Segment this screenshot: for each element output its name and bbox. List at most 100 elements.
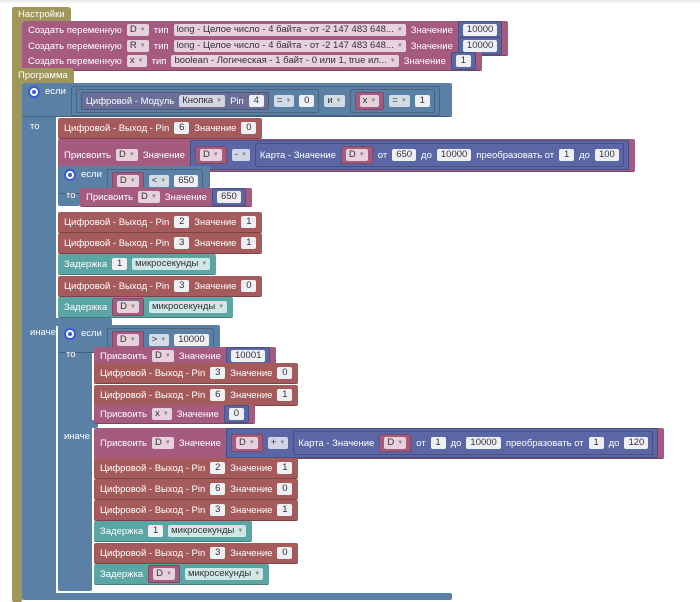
- gear-icon[interactable]: [28, 86, 40, 98]
- variable-block[interactable]: D▼: [194, 146, 227, 164]
- number-field[interactable]: 6: [174, 122, 190, 134]
- settings-hat[interactable]: Настройки: [12, 7, 71, 21]
- number-field[interactable]: 0: [277, 483, 293, 495]
- number-field[interactable]: 10000: [462, 40, 498, 52]
- dropdown[interactable]: D▼: [116, 175, 139, 187]
- dropdown[interactable]: boolean - Логическая - 1 байт - 0 или 1,…: [171, 55, 399, 67]
- number-field[interactable]: 650: [216, 191, 241, 203]
- dropdown[interactable]: D▼: [152, 437, 174, 449]
- number-field[interactable]: 3: [174, 280, 190, 292]
- dropdown[interactable]: микросекунды▼: [148, 301, 228, 313]
- number-field[interactable]: 3: [210, 547, 226, 559]
- number-field[interactable]: 1: [277, 462, 293, 474]
- dropdown[interactable]: long - Целое число - 4 байта - от -2 147…: [173, 24, 406, 36]
- dropdown[interactable]: >▼: [148, 334, 170, 346]
- number-field[interactable]: 10000: [174, 334, 209, 346]
- math-block[interactable]: 1: [450, 52, 476, 70]
- dropdown[interactable]: =▼: [389, 95, 410, 107]
- dropdown[interactable]: -▼: [231, 149, 250, 161]
- dropdown[interactable]: D▼: [116, 149, 138, 161]
- math-block[interactable]: 10000: [457, 21, 503, 39]
- number-field[interactable]: 120: [624, 437, 649, 449]
- variable-block[interactable]: D▼: [148, 565, 180, 583]
- dropdown[interactable]: x▼: [359, 95, 380, 107]
- dropdown[interactable]: микросекунды▼: [168, 525, 247, 537]
- number-field[interactable]: 1: [241, 216, 257, 228]
- math-block[interactable]: 0: [223, 405, 249, 423]
- dropdown[interactable]: x▼: [126, 55, 147, 67]
- number-field[interactable]: 100: [594, 149, 619, 161]
- variable-block[interactable]: D▼: [230, 434, 263, 452]
- variable-block[interactable]: D▼: [112, 298, 144, 316]
- if-block-outer-column[interactable]: [22, 83, 56, 598]
- number-field[interactable]: 6: [210, 389, 226, 401]
- number-field[interactable]: 1: [455, 55, 471, 67]
- dropdown[interactable]: long - Целое число - 4 байта - от -2 147…: [173, 40, 406, 52]
- math-block[interactable]: 650: [211, 188, 246, 206]
- number-field[interactable]: 0: [277, 367, 293, 379]
- number-field[interactable]: 0: [241, 280, 257, 292]
- number-field[interactable]: 2: [210, 462, 226, 474]
- dropdown[interactable]: D▼: [235, 437, 258, 449]
- dropdown[interactable]: микросекунды▼: [184, 568, 264, 580]
- program-hat[interactable]: Программа: [12, 68, 74, 83]
- number-field[interactable]: 10000: [436, 149, 472, 161]
- number-field[interactable]: 650: [392, 149, 417, 161]
- number-field[interactable]: 10000: [462, 24, 498, 36]
- number-field[interactable]: 1: [414, 95, 430, 107]
- number-field[interactable]: 1: [277, 389, 293, 401]
- dropdown[interactable]: R▼: [126, 40, 149, 52]
- variable-block[interactable]: D▼: [379, 434, 412, 452]
- number-field[interactable]: 10000: [466, 437, 501, 449]
- control-block[interactable]: x▼ =▼ 1: [349, 89, 435, 113]
- gear-icon[interactable]: [64, 169, 76, 181]
- gear-icon[interactable]: [64, 328, 76, 340]
- dropdown[interactable]: <▼: [148, 175, 170, 187]
- dropdown[interactable]: и▼: [324, 95, 345, 107]
- variable-block[interactable]: D▼: [111, 172, 144, 190]
- dropdown[interactable]: D▼: [138, 191, 160, 203]
- number-field[interactable]: 6: [210, 483, 226, 495]
- dropdown[interactable]: D▼: [384, 437, 407, 449]
- variable-block[interactable]: D▼: [111, 331, 144, 349]
- dropdown[interactable]: D▼: [153, 568, 175, 580]
- number-field[interactable]: 1: [277, 504, 293, 516]
- number-field[interactable]: 1: [148, 525, 164, 537]
- dropdown[interactable]: x▼: [152, 408, 172, 420]
- variable-block[interactable]: x▼: [354, 92, 385, 110]
- number-field[interactable]: 0: [299, 95, 315, 107]
- dropdown[interactable]: Кнопка▼: [179, 95, 226, 107]
- number-field[interactable]: 3: [174, 237, 190, 249]
- number-field[interactable]: 0: [228, 408, 244, 420]
- number-field[interactable]: 1: [588, 437, 604, 449]
- variable-block[interactable]: D▼: [340, 146, 373, 164]
- number-field[interactable]: 1: [559, 149, 575, 161]
- number-field[interactable]: 1: [241, 237, 257, 249]
